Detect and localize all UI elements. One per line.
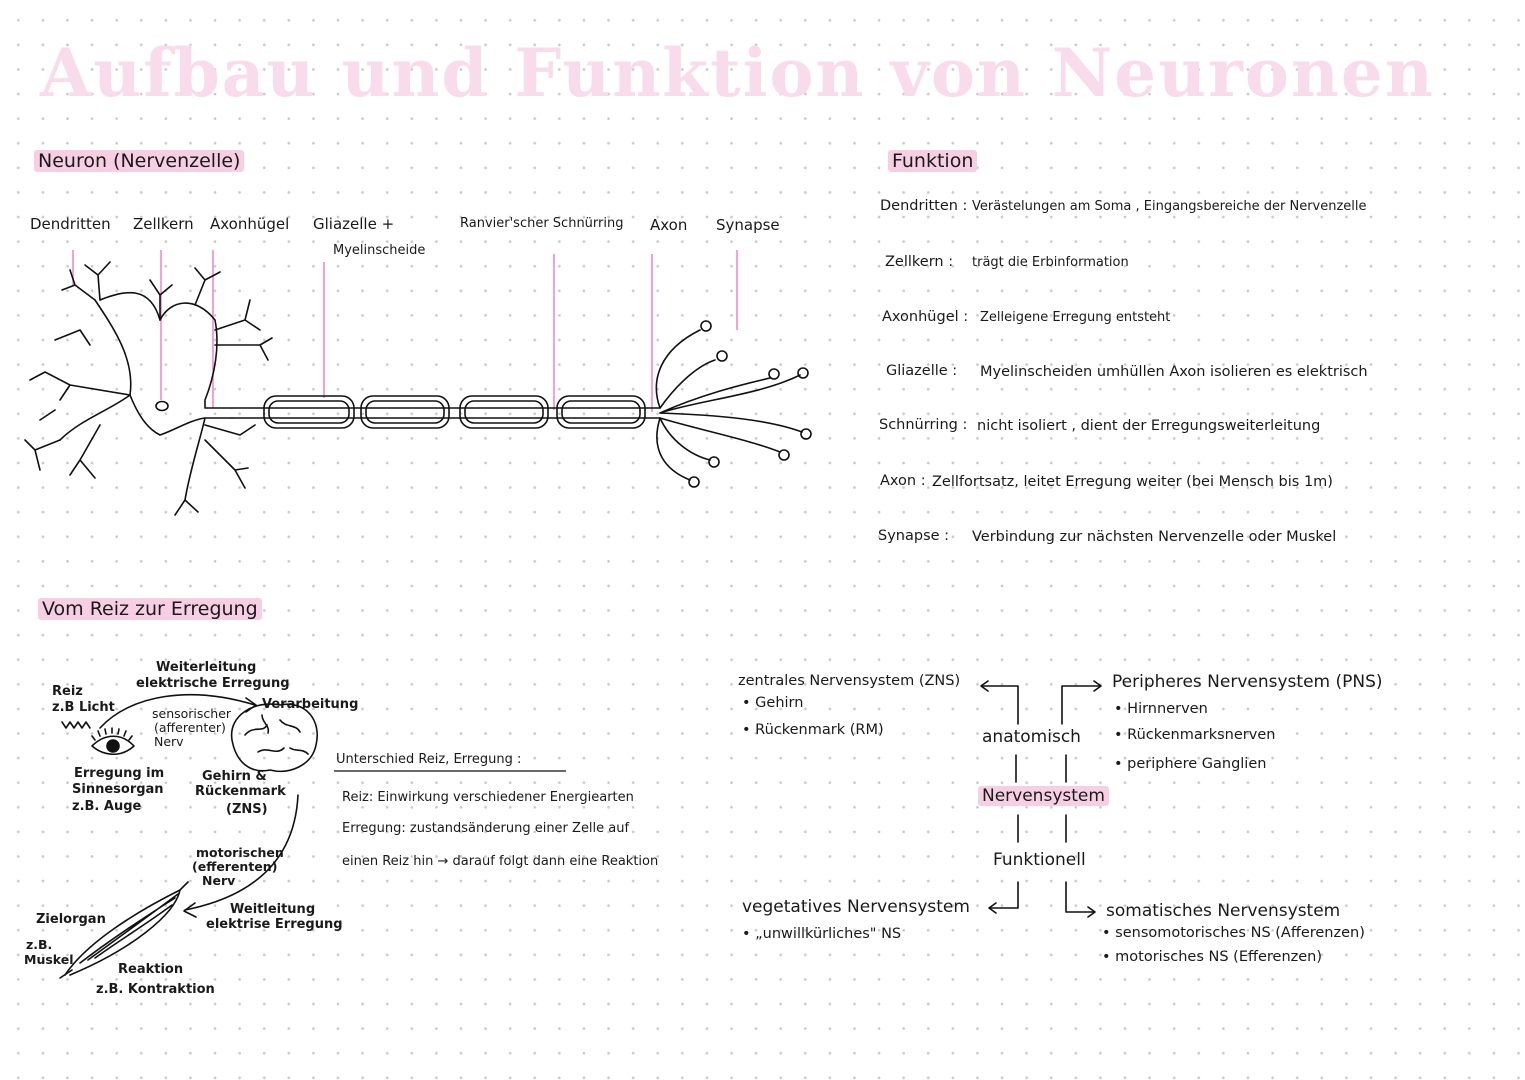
unterschied-reiz: Reiz: Einwirkung verschiedener Energiear… bbox=[342, 790, 634, 805]
neuron-heading: Neuron (Nervenzelle) bbox=[34, 150, 245, 172]
anatomisch-label: anatomisch bbox=[982, 727, 1081, 747]
funktion-term-axon: Axon : bbox=[880, 473, 926, 489]
page-title: Aufbau und Funktion von Neuronen bbox=[40, 34, 1435, 112]
label-gliazelle: Gliazelle + bbox=[313, 215, 395, 233]
motorisch-nerv: Nerv bbox=[202, 873, 236, 888]
funktion-desc-synapse: Verbindung zur nächsten Nervenzelle oder… bbox=[972, 529, 1337, 545]
label-synapse: Synapse bbox=[716, 216, 780, 234]
unterschied-reaktion: einen Reiz hin → darauf folgt dann eine … bbox=[342, 854, 659, 869]
zns-title: zentrales Nervensystem (ZNS) bbox=[738, 673, 961, 689]
sensorisch-nerv: Nerv bbox=[154, 734, 184, 749]
weitleitung-label: Weitleitung bbox=[230, 902, 316, 917]
zielorgan-label: Zielorgan bbox=[36, 912, 106, 927]
motorisch-efferent: (efferenten) bbox=[192, 859, 278, 874]
somatisch-item-motorisch: • motorisches NS (Efferenzen) bbox=[1102, 949, 1323, 965]
auge-label: z.B. Auge bbox=[72, 799, 142, 814]
arrow-motorisch bbox=[184, 794, 299, 911]
funktionell-label: Funktionell bbox=[993, 850, 1086, 870]
funktion-term-gliazelle: Gliazelle : bbox=[886, 363, 958, 379]
sinnesorgan-label: Sinnesorgan bbox=[72, 782, 164, 797]
reiz-label: Reiz bbox=[52, 684, 83, 699]
label-axon: Axon bbox=[650, 216, 688, 234]
kontraktion-label: z.B. Kontraktion bbox=[96, 982, 215, 997]
brain-icon bbox=[230, 703, 318, 772]
sensorisch-label: sensorischer bbox=[152, 706, 232, 721]
muscle-icon bbox=[59, 881, 189, 979]
funktion-term-synapse: Synapse : bbox=[878, 528, 950, 544]
reaktion-label: Reaktion bbox=[118, 962, 184, 977]
arrow-sensorisch bbox=[99, 693, 256, 729]
erregung-label: Erregung im bbox=[74, 766, 165, 781]
reiz-licht: z.B Licht bbox=[52, 700, 115, 715]
light-icon bbox=[61, 721, 91, 729]
funktion-term-axonhuegel: Axonhügel : bbox=[882, 309, 969, 325]
funktion-term-dendriten: Dendritten : bbox=[880, 198, 968, 214]
pns-title: Peripheres Nervensystem (PNS) bbox=[1112, 672, 1383, 692]
label-ranvier: Ranvier'scher Schnürring bbox=[460, 216, 624, 231]
pns-item-ganglien: • periphere Ganglien bbox=[1114, 756, 1267, 772]
funktion-term-schnuerring: Schnürring : bbox=[879, 417, 968, 433]
funktion-desc-gliazelle: Myelinscheiden umhüllen Axon isolieren e… bbox=[980, 364, 1368, 380]
funktion-desc-schnuerring: nicht isoliert , dient der Erregungsweit… bbox=[977, 418, 1321, 434]
zns-item-rueckenmark: • Rückenmark (RM) bbox=[742, 722, 884, 738]
funktion-desc-dendriten: Verästelungen am Soma , Eingangsbereiche… bbox=[972, 199, 1367, 214]
unterschied-erregung: Erregung: zustandsänderung einer Zelle a… bbox=[342, 821, 630, 836]
pns-item-hirnnerven: • Hirnnerven bbox=[1114, 701, 1208, 717]
zb-label: z.B. bbox=[26, 937, 53, 952]
label-axonhuegel: Axonhügel bbox=[210, 215, 290, 233]
funktion-term-zellkern: Zellkern : bbox=[885, 254, 954, 270]
weiterleitung-sub: elektrische Erregung bbox=[136, 676, 290, 691]
weiterleitung-label: Weiterleitung bbox=[156, 660, 257, 675]
somatisch-item-sensomotorisch: • sensomotorisches NS (Afferenzen) bbox=[1102, 925, 1365, 941]
reiz-heading: Vom Reiz zur Erregung bbox=[38, 598, 262, 620]
rueckenmark-label: Rückenmark bbox=[195, 784, 286, 799]
vegetativ-title: vegetatives Nervensystem bbox=[742, 897, 970, 917]
label-dendriten: Dendritten bbox=[30, 215, 111, 233]
funktion-desc-axonhuegel: Zelleigene Erregung entsteht bbox=[980, 310, 1171, 325]
funktion-desc-zellkern: trägt die Erbinformation bbox=[972, 255, 1129, 270]
funktion-desc-axon: Zellfortsatz, leitet Erregung weiter (be… bbox=[932, 474, 1333, 490]
gehirn-label: Gehirn & bbox=[202, 769, 267, 784]
muskel-label: Muskel bbox=[24, 952, 74, 967]
weitleitung-sub: elektrise Erregung bbox=[206, 917, 343, 932]
funktion-heading: Funktion bbox=[888, 150, 978, 172]
vegetativ-item: • „unwillkürliches" NS bbox=[742, 926, 902, 942]
zns-label: (ZNS) bbox=[226, 802, 268, 817]
pns-item-rueckenmarksnerven: • Rückenmarksnerven bbox=[1114, 727, 1276, 743]
nervensystem-center: Nervensystem bbox=[978, 786, 1109, 806]
sensorisch-afferent: (afferenter) bbox=[154, 720, 226, 735]
eye-icon bbox=[91, 727, 135, 756]
label-myelinscheide: Myelinscheide bbox=[333, 243, 426, 258]
somatisch-title: somatisches Nervensystem bbox=[1106, 901, 1341, 921]
motorisch-label: motorischen bbox=[196, 845, 284, 860]
zns-item-gehirn: • Gehirn bbox=[742, 695, 804, 711]
verarbeitung-label: Verarbeitung bbox=[262, 697, 359, 712]
unterschied-heading: Unterschied Reiz, Erregung : bbox=[336, 752, 522, 767]
label-zellkern: Zellkern bbox=[133, 215, 194, 233]
